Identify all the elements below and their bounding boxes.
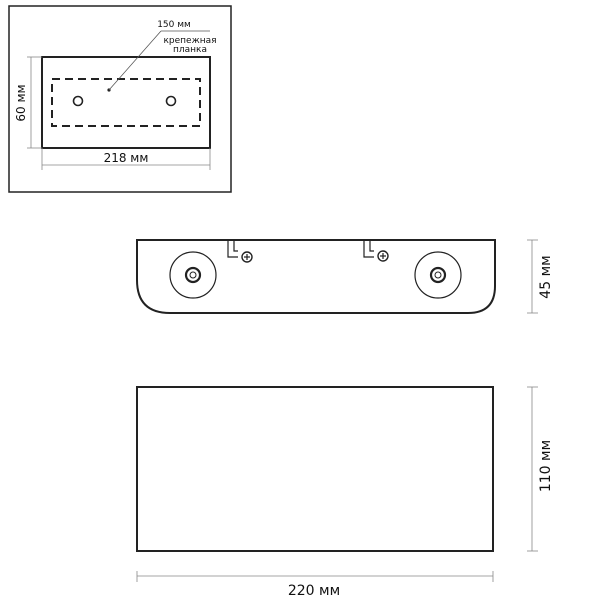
callout-label-line1: крепежная [163,36,216,46]
lens-outer-left [169,251,217,299]
side-height-label: 45 мм [538,255,554,298]
bracket-tab-left [227,240,238,258]
inset-mounting-view: 150 мм крепежная планка 60 мм 218 мм [8,5,232,193]
side-view: 45 мм [136,239,554,314]
mounting-plate-dashed [51,78,201,127]
inset-body-outline [41,56,211,149]
lens-inner-left [184,266,202,284]
lens-outer-right [414,251,462,299]
screw-icon-left [241,251,253,263]
lens-core-right [434,271,442,279]
front-view: 110 мм 220 мм [136,386,554,599]
front-width-label: 220 мм [288,583,340,599]
bracket-tab-right [363,240,374,258]
lens-inner-right [429,266,447,284]
front-height-label: 110 мм [538,440,554,492]
side-view-body [136,239,496,314]
inset-width-label: 218 мм [104,151,149,165]
mounting-hole-right [165,95,177,107]
front-view-body [136,386,494,552]
inset-height-label: 60 мм [14,84,28,121]
lens-core-left [189,271,197,279]
callout-dimension-label: 150 мм [157,20,191,30]
callout-leader [108,30,162,91]
mounting-hole-left [72,95,84,107]
callout-label-line2: планка [173,45,207,55]
inset-frame [8,5,232,193]
screw-icon-right [377,250,389,262]
